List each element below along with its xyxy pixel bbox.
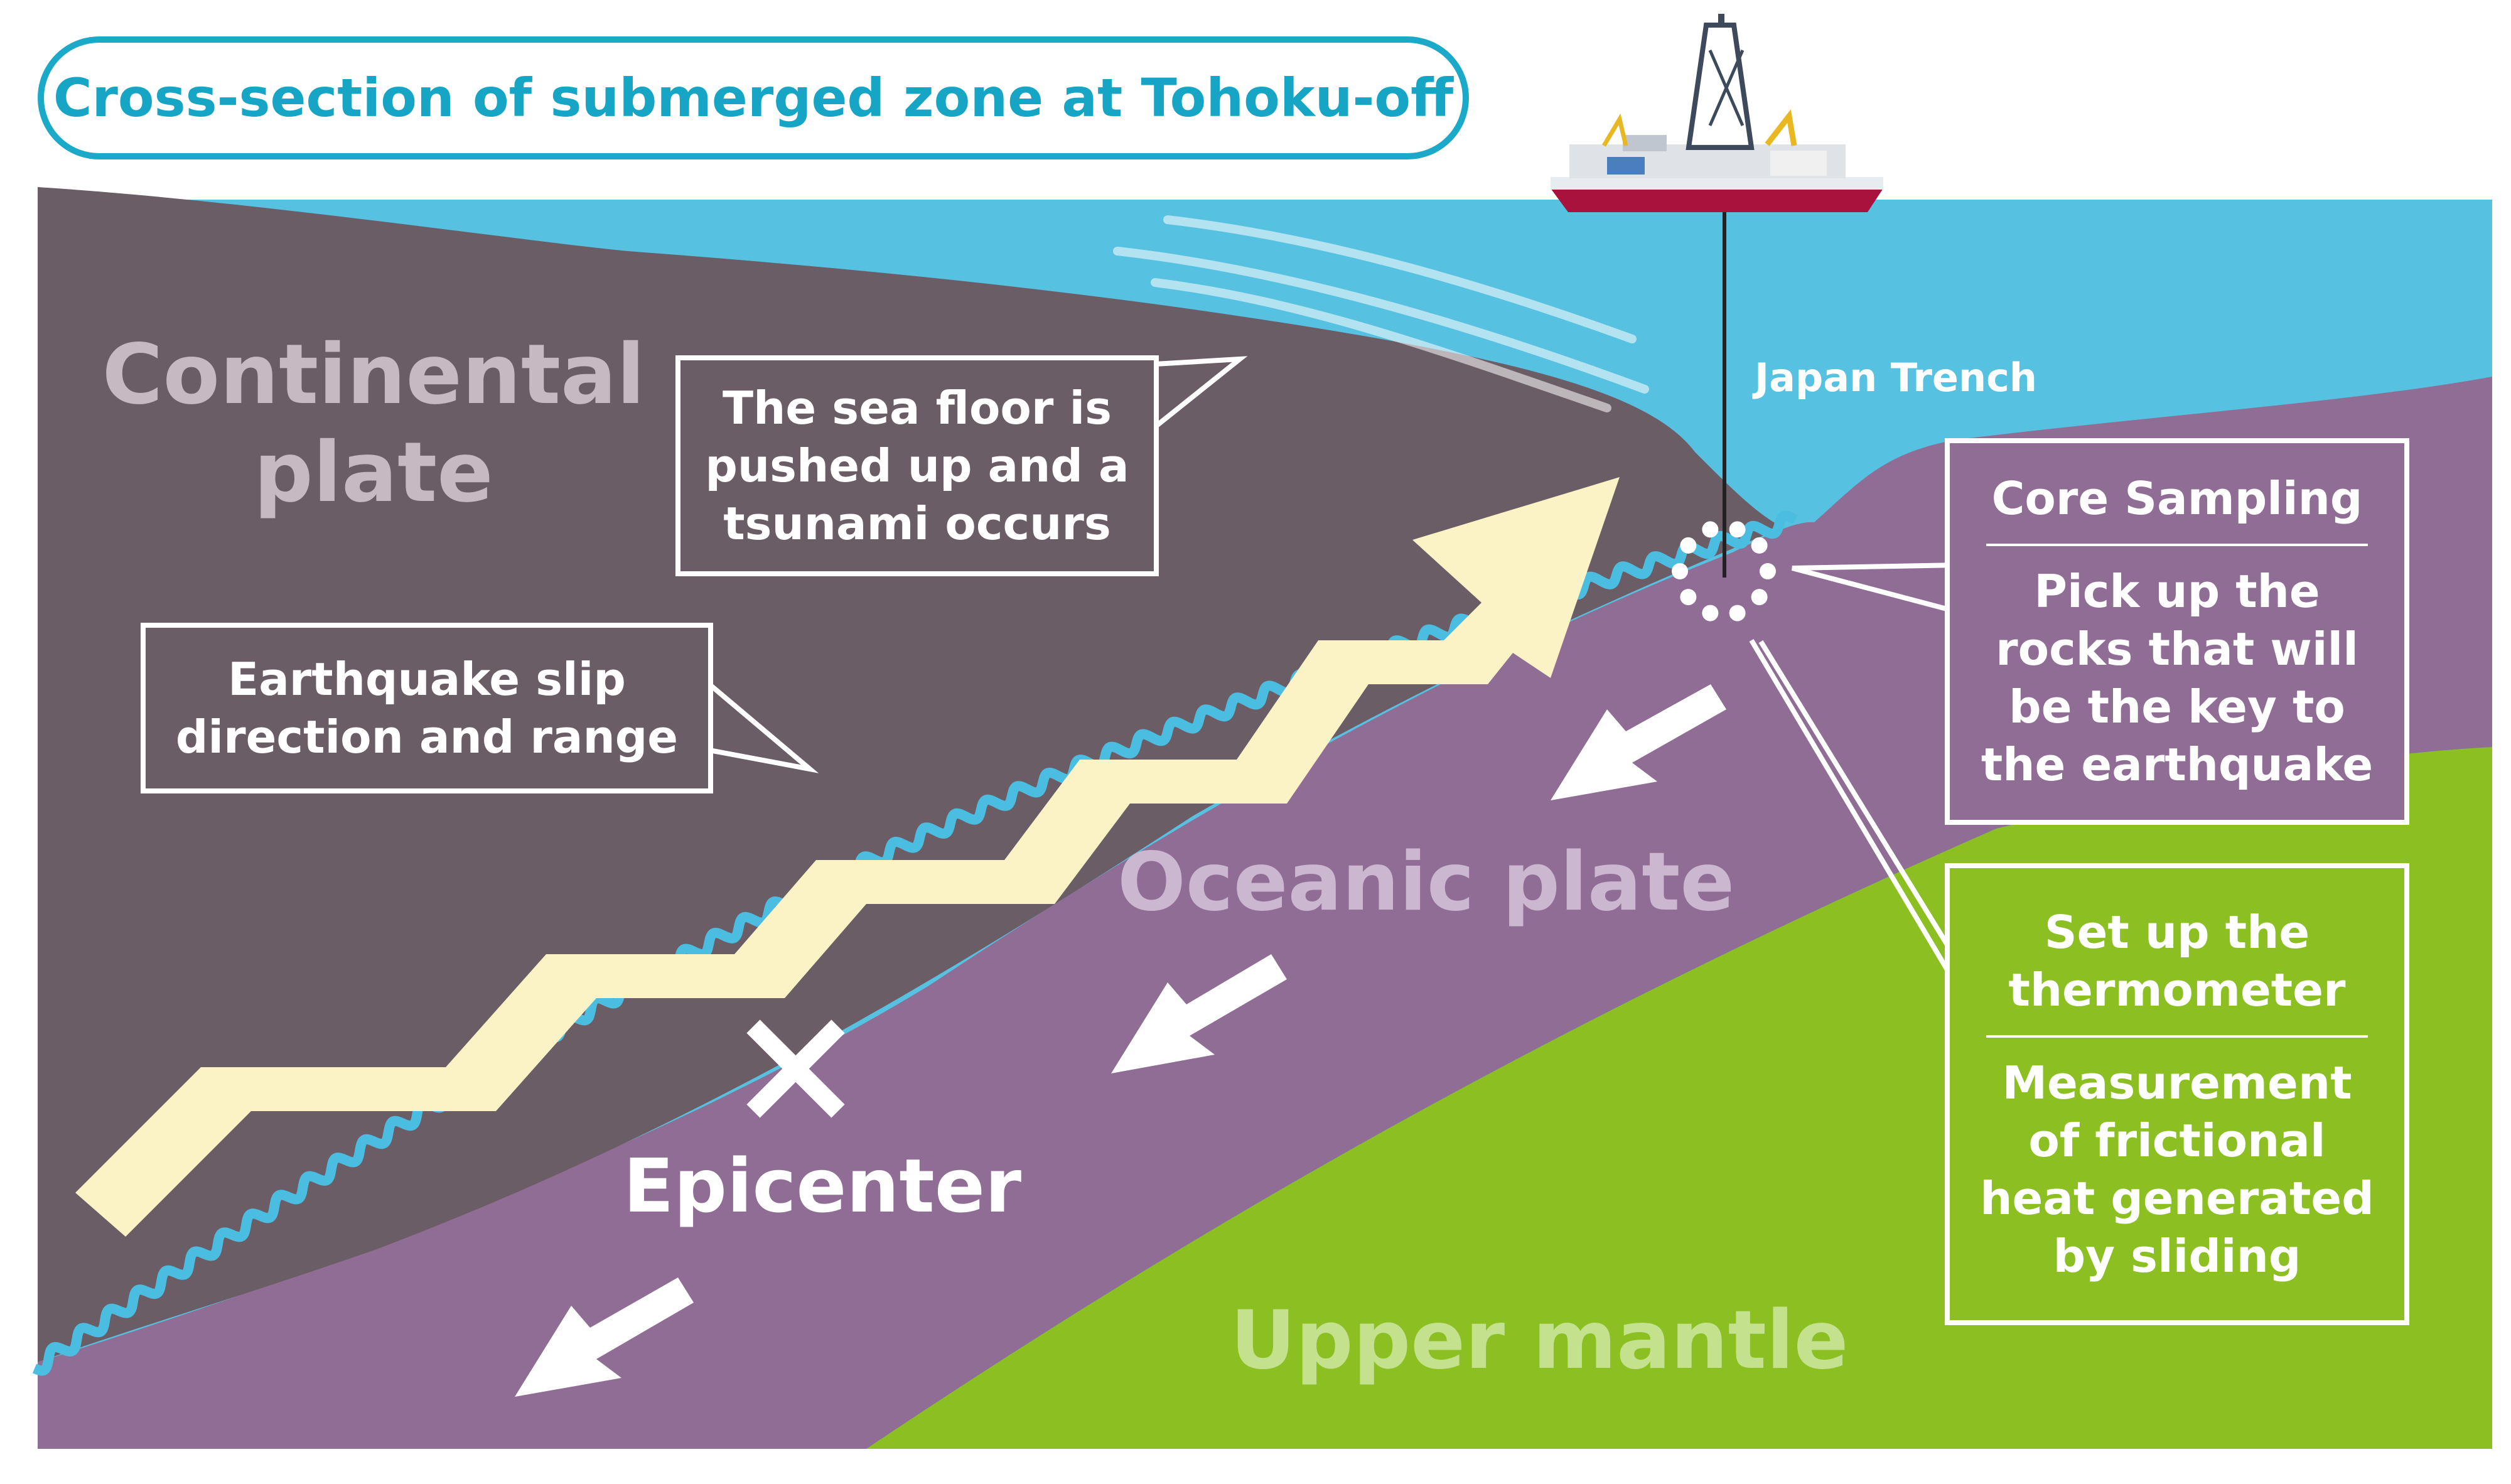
core-sampling-callout: Core Sampling Pick up the rocks that wil… bbox=[1945, 438, 2409, 825]
thermometer-title: Set up the thermometer bbox=[2008, 905, 2346, 1016]
drilling-ship-icon bbox=[1551, 14, 1883, 578]
divider bbox=[1986, 543, 2369, 546]
epicenter-label: Epicenter bbox=[623, 1143, 1022, 1229]
continental-plate-label: Continental plate bbox=[102, 326, 645, 521]
arrow-icon bbox=[515, 1277, 694, 1397]
drill-site-dot bbox=[1751, 589, 1768, 606]
arrow-icon bbox=[1551, 684, 1726, 800]
drill-site-dot bbox=[1751, 537, 1768, 554]
cross-mark-icon bbox=[746, 1019, 845, 1118]
thermometer-callout: Set up the thermometer Measurement of fr… bbox=[1945, 863, 2409, 1325]
oceanic-plate-region bbox=[38, 377, 2492, 1449]
core-sampling-title: Core Sampling bbox=[1991, 471, 2363, 525]
upper-mantle-label: Upper mantle bbox=[1230, 1294, 1849, 1387]
drill-site-dot bbox=[1702, 521, 1719, 538]
drill-site-dot bbox=[1729, 605, 1746, 621]
wave-lines bbox=[1113, 215, 1649, 412]
drill-site-dot bbox=[1680, 589, 1697, 606]
sea-floor-callout: The sea floor is pushed up and a tsunami… bbox=[675, 355, 1159, 576]
slip-callout: Earthquake slip direction and range bbox=[141, 623, 713, 793]
title-banner: Cross-section of submerged zone at Tohok… bbox=[38, 36, 1469, 159]
japan-trench-label: Japan Trench bbox=[1755, 355, 2037, 401]
drill-site-dot bbox=[1729, 521, 1746, 538]
divider bbox=[1986, 1035, 2369, 1038]
thermometer-body: Measurement of frictional heat generated… bbox=[1980, 1056, 2374, 1283]
plate-motion-arrows bbox=[515, 684, 1726, 1397]
drill-site-dot bbox=[1702, 605, 1719, 621]
sea-floor-text: The sea floor is pushed up and a tsunami… bbox=[705, 381, 1129, 551]
dotted-circle-icon bbox=[1672, 521, 1776, 621]
drill-site-dot bbox=[1672, 563, 1688, 579]
oceanic-plate-label: Oceanic plate bbox=[1117, 836, 1735, 929]
drill-site-dot bbox=[1680, 537, 1697, 554]
drill-site-dot bbox=[1760, 563, 1776, 579]
page-title: Cross-section of submerged zone at Tohok… bbox=[53, 67, 1454, 129]
arrow-icon bbox=[1111, 954, 1287, 1073]
slip-text: Earthquake slip direction and range bbox=[175, 652, 679, 763]
slip-arrow bbox=[75, 477, 1620, 1237]
core-sampling-body: Pick up the rocks that will be the key t… bbox=[1981, 564, 2374, 792]
